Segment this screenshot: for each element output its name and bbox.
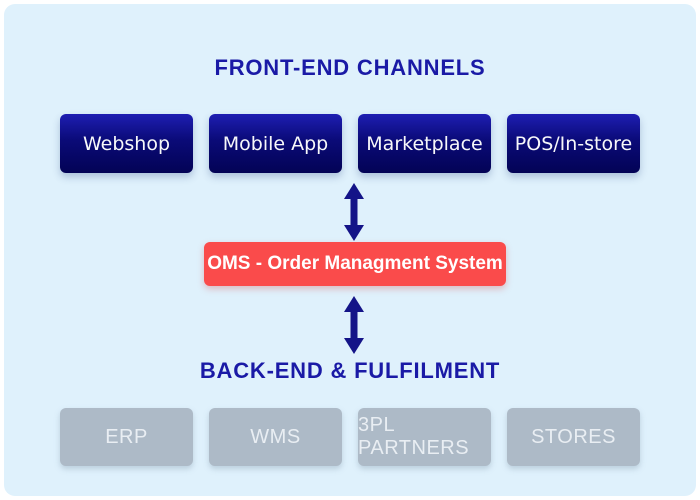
- system-node-stores: STORES: [507, 408, 640, 466]
- vertical-double-arrow-icon: [341, 296, 367, 354]
- channel-node-marketplace: Marketplace: [358, 114, 491, 173]
- channel-node-pos-in-store: POS/In-store: [507, 114, 640, 173]
- system-node-3pl-partners: 3PL PARTNERS: [358, 408, 491, 466]
- back-end-fulfilment-title: BACK-END & FULFILMENT: [199, 358, 501, 383]
- front-end-channels-title: FRONT-END CHANNELS: [214, 55, 486, 80]
- oms-node: OMS - Order Managment System: [204, 242, 506, 286]
- channel-node-mobile-app: Mobile App: [209, 114, 342, 173]
- channel-node-webshop: Webshop: [60, 114, 193, 173]
- vertical-double-arrow-icon: [341, 183, 367, 241]
- front-end-channels-row: Webshop Mobile App Marketplace POS/In-st…: [4, 114, 696, 173]
- back-end-systems-row: ERP WMS 3PL PARTNERS STORES: [4, 408, 696, 466]
- system-node-erp: ERP: [60, 408, 193, 466]
- diagram-panel: FRONT-END CHANNELS Webshop Mobile App Ma…: [4, 4, 696, 496]
- system-node-wms: WMS: [209, 408, 342, 466]
